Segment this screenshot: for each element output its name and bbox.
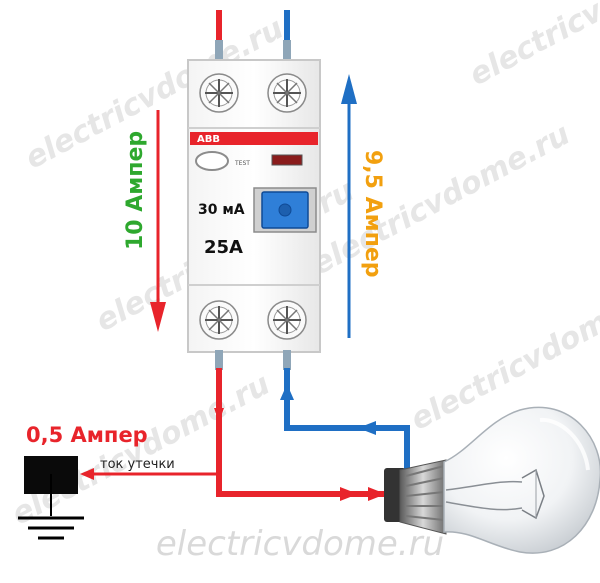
watermark-diagonal-3: electricvdome.ru [464, 0, 600, 93]
test-button[interactable] [195, 151, 229, 171]
test-label: TEST [234, 160, 250, 167]
input-current-label: 10 Ампер [123, 131, 148, 250]
watermark-diagonal-5: electricvdome.ru [405, 272, 600, 438]
bulb-base [399, 459, 447, 535]
phase-wire-ferrule [215, 40, 223, 64]
leak-amount-label: 0,5 Ампер [26, 423, 148, 447]
input-current-arrow-down-icon [150, 302, 166, 332]
leak-caption: ток утечки [100, 457, 175, 472]
output-current-arrow-up-icon [341, 74, 357, 104]
neutral-wire-out-ferrule [283, 350, 291, 370]
neutral-arrow-up-icon [280, 384, 294, 400]
neutral-wire-from-lamp [284, 368, 410, 472]
neutral-wire-ferrule [283, 40, 291, 64]
leak-sink [18, 456, 84, 540]
phase-arrow-down-icon [214, 408, 224, 422]
neutral-arrow-left-icon [358, 421, 376, 435]
screw-top-right [267, 73, 307, 113]
watermark-diagonal-6: electricvdome.ru [6, 367, 276, 533]
rcd-device: ABB TEST 30 мА 25А [187, 59, 321, 353]
output-wires [80, 350, 410, 501]
phase-arrow-right-2-icon [368, 487, 386, 501]
screw-top-left [199, 73, 239, 113]
lever-rivet-icon [278, 203, 292, 217]
screw-bottom-right [267, 300, 307, 340]
indicator-window [271, 154, 303, 166]
watermark-bottom: electricvdome.ru [156, 524, 444, 564]
light-bulb-icon [384, 406, 600, 554]
supply-wires [215, 10, 291, 64]
leakage-rating: 30 мА [198, 202, 245, 218]
leak-arrow-left-icon [80, 468, 94, 480]
brand-bar [190, 132, 318, 145]
phase-arrow-right-icon [340, 487, 358, 501]
screw-bottom-left [199, 300, 239, 340]
output-current-label: 9,5 Ампер [360, 150, 385, 278]
brand-label: ABB [197, 134, 220, 145]
current-rating: 25А [204, 237, 243, 258]
phase-wire-out-ferrule [215, 350, 223, 370]
bulb-glass [443, 406, 600, 554]
